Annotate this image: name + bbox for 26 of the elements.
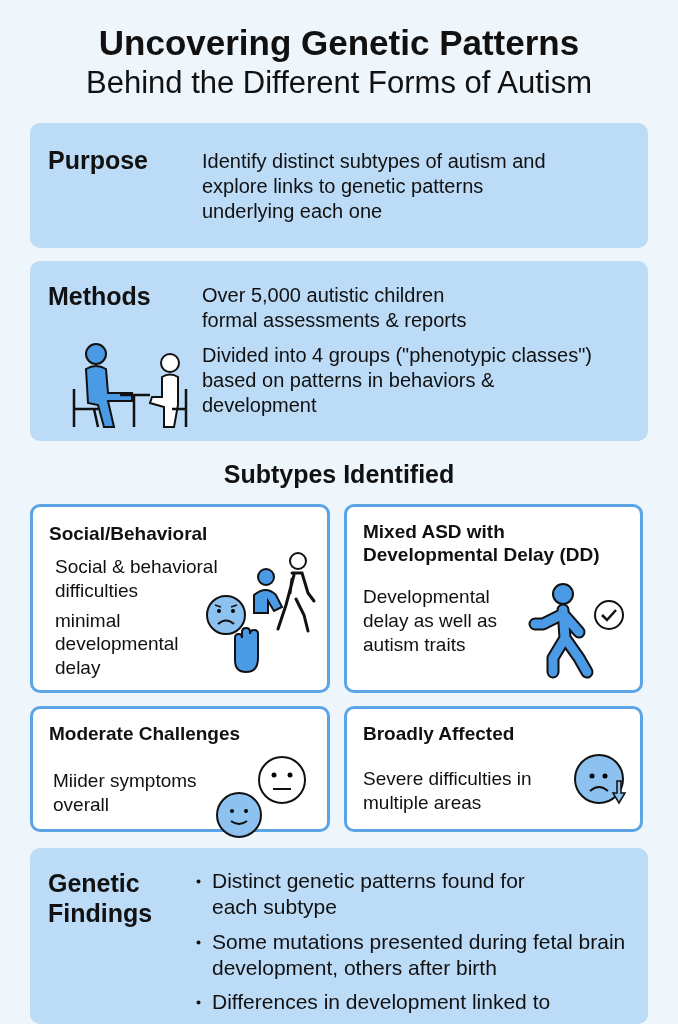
- body-text: Divided into 4 groups ("phenotypic classes") based on patterns in behaviors & development: [202, 343, 593, 418]
- subtype-card: [344, 706, 643, 832]
- body-text: Miider symptoms overall: [53, 769, 198, 817]
- panel-heading: Broadly Affected: [363, 723, 516, 746]
- subtype-card: [344, 504, 643, 693]
- body-text: Severe difficulties in multiple areas: [363, 767, 533, 815]
- info-panel: [30, 123, 648, 248]
- panel-heading: Social/Behavioral: [49, 523, 209, 546]
- subtype-card: [30, 504, 330, 693]
- section-heading: Subtypes Identified: [222, 460, 456, 489]
- body-text: Social & behavioral difficulties: [55, 555, 219, 603]
- panel-heading: Genetic Findings: [48, 868, 154, 928]
- bullet-text: Some mutations presented during fetal brain development, others after birth: [212, 928, 627, 981]
- panel-heading: Purpose: [48, 145, 150, 175]
- panel-heading: Mixed ASD with Developmental Delay (DD): [363, 521, 601, 567]
- body-text: Identify distinct subtypes of autism and explore links to genetic patterns underlying each one: [202, 149, 547, 224]
- panel-heading: Moderate Challenges: [49, 723, 242, 746]
- bullet-text: Distinct genetic patterns found for each subtype: [212, 868, 526, 921]
- body-text: Over 5,000 autistic children formal assessments & reports: [202, 283, 468, 333]
- panel-heading: Methods: [48, 281, 152, 311]
- body-text: minimal developmental delay: [55, 608, 180, 680]
- title: Uncovering Genetic Patterns Behind the Different Forms of Autism: [85, 22, 593, 102]
- bullet-text: Differences in development linked to: [212, 989, 552, 1015]
- info-panel: [30, 848, 648, 1024]
- body-text: Developmental delay as well as autism traits: [363, 585, 499, 657]
- info-panel: [30, 261, 648, 441]
